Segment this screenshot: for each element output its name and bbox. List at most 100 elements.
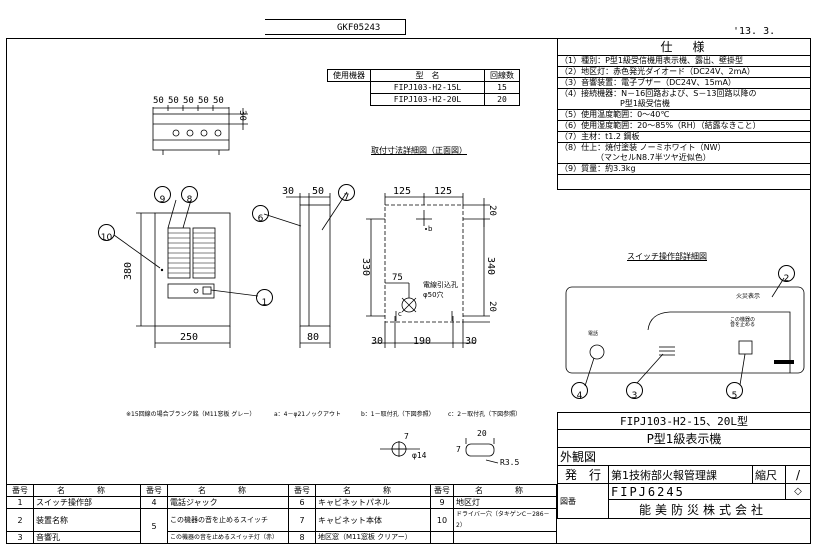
- mount-dim-left-height: 330: [360, 257, 372, 277]
- detail-c-radius: R3.5: [500, 458, 520, 467]
- parts-header-no: 番号: [6, 484, 34, 497]
- part-no: 6: [288, 496, 316, 509]
- callout-5: 5: [726, 382, 743, 401]
- spec-row: （7）主材：t1.2 鋼板: [557, 131, 811, 143]
- side-view-width-1: 30: [282, 186, 295, 197]
- parts-row: 2 装置名称 5 この機器の音を止めるスイッチ 7 キャビネット本体 10 ドラ…: [6, 508, 557, 544]
- top-view-dim-4: 50: [198, 96, 209, 106]
- top-view-dim-5: 50: [213, 96, 224, 106]
- parts-header-name: 名 称: [315, 484, 431, 497]
- part-name: キャビネット本体: [315, 508, 431, 532]
- mount-hole-diameter: φ50穴: [423, 291, 444, 299]
- callout-4: 4: [571, 382, 588, 401]
- top-view-height: 30: [236, 110, 247, 121]
- mount-dim-hole-x: 75: [392, 273, 403, 283]
- callout-3: 3: [626, 382, 643, 401]
- model-lines: 15: [484, 81, 520, 94]
- parts-header-name: 名 称: [453, 484, 557, 497]
- drawing-date: '13. 3.: [733, 26, 776, 37]
- parts-header-no: 番号: [430, 484, 454, 497]
- part-no: 1: [6, 496, 34, 509]
- front-view-height: 380: [123, 261, 135, 281]
- switch-fire-label: 火災表示: [736, 293, 761, 300]
- spec-row: （4）接続機器：N－16回路および、S－13回路以降の: [557, 88, 811, 99]
- parts-header-no: 番号: [288, 484, 316, 497]
- part-name: 地区灯: [453, 496, 557, 509]
- switch-brand-mark: [774, 360, 794, 364]
- detail-c-height: 7: [456, 445, 461, 454]
- mount-dim-bottom-3: 30: [465, 336, 478, 347]
- note-c: c：2－取付孔（下図参照）: [448, 411, 522, 418]
- doc-code: GKF05243: [337, 23, 381, 33]
- detail-b-dim: 7: [404, 432, 409, 441]
- title-scale: /: [785, 465, 811, 484]
- part-name: ドライバー穴（タキゲンC－286－2）: [453, 508, 557, 532]
- switch-stop-label: この機器の 音を止める: [730, 317, 756, 328]
- switch-phone-label: 電話: [588, 331, 599, 337]
- top-view-dim-3: 50: [183, 96, 194, 106]
- part-no: 2: [6, 508, 34, 532]
- mount-hole-label: 電線引込孔: [423, 281, 458, 289]
- model-lines: 20: [484, 93, 520, 106]
- mount-dim-right-height: 340: [485, 256, 497, 276]
- part-no: 10: [430, 508, 454, 532]
- spec-row: （2）地区灯：赤色発光ダイオード（DC24V、2mA）: [557, 66, 811, 78]
- parts-row: 1 スイッチ操作部 4 電話ジャック 6 キャビネットパネル 9 地区灯: [6, 496, 557, 509]
- doc-code-box: [265, 19, 406, 35]
- front-view-width: 250: [180, 332, 199, 343]
- spec-row: （8）仕上：焼付塗装 ノーミホワイト（NW）: [557, 142, 811, 153]
- part-name: この機器の音を止めるスイッチ: [167, 508, 289, 532]
- parts-header-name: 名 称: [167, 484, 289, 497]
- title-block: FIPJ103-H2-15、20L型 P型1級表示機 外観図 発 行 第1技術部…: [557, 412, 811, 519]
- spec-row: （5）使用温度範囲：0～40℃: [557, 109, 811, 121]
- parts-header-no: 番号: [140, 484, 168, 497]
- detail-b-diameter: φ14: [412, 451, 427, 460]
- top-view-dim-2: 50: [168, 96, 179, 106]
- spec-row: （6）使用湿度範囲：20～85%（RH）（結露なきこと）: [557, 120, 811, 132]
- title-company: 能美防災株式会社: [608, 499, 811, 519]
- callout-1: 1: [256, 289, 273, 308]
- title-drawing-no-label: 図番: [557, 483, 609, 519]
- note-blank: ※15回線の場合ブランク銘（M11窓板 グレー）: [126, 411, 256, 418]
- part-name: この機器の音を止めるスイッチ灯（赤）: [167, 531, 289, 544]
- parts-header-name: 名 称: [33, 484, 141, 497]
- parts-row: 3 音響孔 この機器の音を止めるスイッチ灯（赤） 8 地区窓（M11窓板 クリア…: [6, 531, 557, 544]
- mount-dim-bottom-2: 190: [413, 336, 432, 347]
- callout-10: 10: [98, 224, 115, 243]
- model-table: 使用機器 型 名 回線数 FIPJ103-H2-15L 15 FIPJ103-H…: [327, 69, 520, 106]
- spec-title: 仕 様: [557, 38, 811, 56]
- part-no: 7: [288, 508, 316, 532]
- parts-table: 番号 名 称 番号 名 称 番号 名 称 番号 名 称 1 スイッチ操作部 4 …: [6, 484, 557, 544]
- detail-c-width: 20: [477, 429, 487, 438]
- part-name: 装置名称: [33, 508, 141, 532]
- part-no: 8: [288, 531, 316, 544]
- part-no: 5: [140, 508, 168, 544]
- spec-table: 仕 様 （1）種別：P型1級受信機用表示機、露出、壁掛型 （2）地区灯：赤色発光…: [557, 38, 811, 190]
- title-drawing-no: FIPJ6245: [608, 483, 786, 500]
- title-model: FIPJ103-H2-15、20L型: [557, 412, 811, 430]
- top-view-dim-1: 50: [153, 96, 164, 106]
- note-a: a：4－φ21ノックアウト: [274, 411, 341, 418]
- switch-detail-title: スイッチ操作部詳細図: [627, 252, 707, 261]
- model-name: FIPJ103-H2-15L: [370, 81, 485, 94]
- part-no: 3: [6, 531, 34, 544]
- model-table-header-lines: 回線数: [484, 69, 520, 82]
- note-b: b：1－取付孔（下図参照）: [361, 411, 435, 418]
- title-drawing-type: 外観図: [557, 447, 811, 466]
- title-issuer-label: 発 行: [557, 465, 609, 484]
- title-product: P型1級表示機: [557, 429, 811, 448]
- part-no: 4: [140, 496, 168, 509]
- part-name: 電話ジャック: [167, 496, 289, 509]
- callout-2: 2: [778, 265, 795, 284]
- model-table-row: FIPJ103-H2-20L 20: [328, 93, 520, 106]
- spec-row: P型1級受信機: [557, 99, 811, 110]
- mount-dim-top-1: 125: [393, 186, 412, 197]
- callout-7: 7: [338, 184, 355, 203]
- side-view-width-2: 50: [312, 186, 325, 197]
- mount-dim-bottom-1: 30: [371, 336, 384, 347]
- mount-dim-bottom-height: 20: [486, 301, 497, 312]
- title-revision-mark: ◇: [785, 483, 811, 500]
- callout-6: 6: [252, 205, 269, 224]
- spec-row: （マンセルN8.7半ツヤ近似色）: [557, 153, 811, 164]
- part-name: 音響孔: [33, 531, 141, 544]
